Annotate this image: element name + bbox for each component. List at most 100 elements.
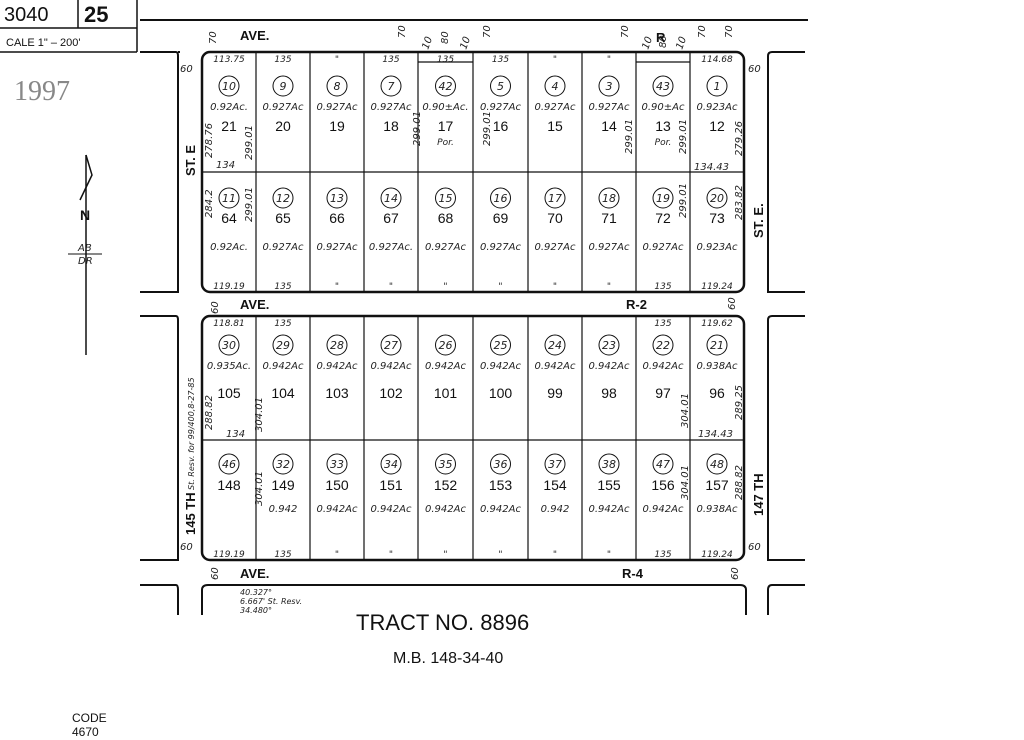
- lot-acreage: 0.927Ac: [263, 102, 304, 113]
- dim-b1-inner: 299.01: [678, 119, 689, 154]
- dim-b1-inner: 299.01: [244, 125, 255, 160]
- lot-acreage: 0.942Ac: [371, 361, 412, 372]
- parcel-number: 10: [222, 80, 236, 93]
- note-line-3: 34.480°: [240, 606, 272, 615]
- width-10: 10: [458, 35, 473, 51]
- lot-number: 16: [493, 118, 509, 134]
- lot-acreage: 0.942Ac: [643, 504, 684, 515]
- lot-acreage: 0.90±Ac.: [422, 102, 468, 113]
- parcel-circle: [652, 187, 674, 209]
- parcel-circle: [218, 453, 240, 475]
- parcel-number: 21: [710, 339, 724, 352]
- lot-number: 104: [271, 385, 295, 401]
- dim-b1-mid-134: 134: [216, 160, 235, 171]
- dim-b1-inner-2: 299.01: [244, 187, 255, 222]
- width-70: 70: [620, 25, 631, 38]
- parcel-number: 9: [280, 80, 287, 93]
- parcel-circle: [272, 453, 294, 475]
- parcel-circle: [326, 187, 348, 209]
- parcel-circle: [218, 334, 240, 356]
- lot-acreage: 0.935Ac.: [207, 361, 251, 372]
- lot-frontage: ": [607, 550, 611, 560]
- dim-b1-right-top: 279.26: [734, 121, 745, 156]
- parcel-circle: [326, 75, 348, 97]
- parcel-number: 32: [276, 458, 290, 471]
- lot-number: 157: [705, 477, 729, 493]
- parcel-number: 37: [548, 458, 562, 471]
- street-ave-mid: AVE.: [240, 297, 269, 312]
- parcel-circle: [598, 187, 620, 209]
- lot-number: 150: [325, 477, 349, 493]
- lot-number: 12: [709, 118, 725, 134]
- lot-frontage: 135: [274, 282, 291, 292]
- lot-acreage: 0.927Ac: [263, 242, 304, 253]
- lot-frontage: 135: [654, 550, 671, 560]
- parcel-number: 16: [494, 192, 508, 205]
- dim-b2-right-bottom: 288.82: [734, 465, 745, 500]
- dim-b2-mid-13443: 134.43: [698, 429, 733, 440]
- lot-number: 71: [601, 210, 617, 226]
- dim-b2-left: 288.82: [204, 395, 215, 430]
- code-value: 4670: [72, 725, 99, 739]
- parcel-circle: [652, 453, 674, 475]
- lot-number: 14: [601, 118, 617, 134]
- street-st-e-right: ST. E.: [751, 203, 766, 238]
- lot-frontage: 135: [654, 319, 671, 329]
- map-header: 3040 25 CALE 1" – 200' 1997: [0, 0, 138, 107]
- lot-frontage: 135: [274, 55, 291, 65]
- lot-acreage: 0.942: [541, 504, 570, 515]
- lot-acreage: 0.927Ac: [317, 242, 358, 253]
- parcel-number: 20: [710, 192, 724, 205]
- lot-acreage: 0.927Ac: [589, 102, 630, 113]
- lot-number: 66: [329, 210, 345, 226]
- parcel-circle: [380, 334, 402, 356]
- street-lines: [140, 19, 808, 615]
- width-10: 10: [420, 35, 435, 51]
- lot-number: 68: [438, 210, 454, 226]
- lot-number: 102: [379, 385, 403, 401]
- lot-number: 155: [597, 477, 621, 493]
- lot-frontage: 119.19: [213, 282, 245, 292]
- parcel-number: 8: [334, 80, 341, 93]
- parcel-number: 28: [330, 339, 344, 352]
- lot-portion-note: Por.: [437, 138, 454, 148]
- lot-number: 153: [489, 477, 513, 493]
- lot-acreage: 0.927Ac: [535, 102, 576, 113]
- lot-number: 100: [489, 385, 513, 401]
- lot-acreage: 0.927Ac: [371, 102, 412, 113]
- lot-frontage: 135: [492, 55, 509, 65]
- parcel-number: 22: [656, 339, 670, 352]
- street-widths: 70 70 70 70 70 70 10 80 10 10 80 10 60 6…: [180, 25, 761, 580]
- street-st-e-left: ST. E: [183, 145, 198, 176]
- width-70: 70: [482, 25, 493, 38]
- lot-frontage: ": [553, 550, 557, 560]
- parcel-number: 13: [330, 192, 344, 205]
- note-line-2: 6.667' St. Resv.: [240, 597, 302, 606]
- map-page-number: 25: [84, 2, 108, 27]
- parcel-circle: [380, 75, 402, 97]
- parcel-circle: [490, 453, 511, 475]
- parcel-circle: [544, 187, 566, 209]
- dim-b1-mid-13443: 134.43: [694, 162, 729, 173]
- lot-number: 105: [217, 385, 241, 401]
- lot-frontage: ": [553, 282, 557, 292]
- lot-number: 13: [655, 118, 671, 134]
- street-ave-top-r: R: [656, 30, 666, 45]
- lot-frontage: ": [498, 282, 502, 292]
- dim-b2-right: 289.25: [734, 385, 745, 420]
- lot-acreage: 0.927Ac: [480, 242, 521, 253]
- parcel-number: 5: [497, 80, 504, 93]
- lot-acreage: 0.90±Ac: [642, 102, 685, 113]
- lot-acreage: 0.942Ac: [263, 361, 304, 372]
- street-ave-top: AVE.: [240, 28, 269, 43]
- lot-frontage: 113.75: [213, 55, 245, 65]
- parcel-number: 36: [494, 458, 508, 471]
- lot-number: 15: [547, 118, 563, 134]
- lot-number: 151: [379, 477, 403, 493]
- parcel-number: 29: [276, 339, 290, 352]
- parcel-number: 3: [606, 80, 613, 93]
- street-ave-bottom-r: R-4: [622, 566, 644, 581]
- lot-number: 149: [271, 477, 295, 493]
- width-60: 60: [210, 567, 221, 580]
- lot-frontage: ": [553, 55, 557, 65]
